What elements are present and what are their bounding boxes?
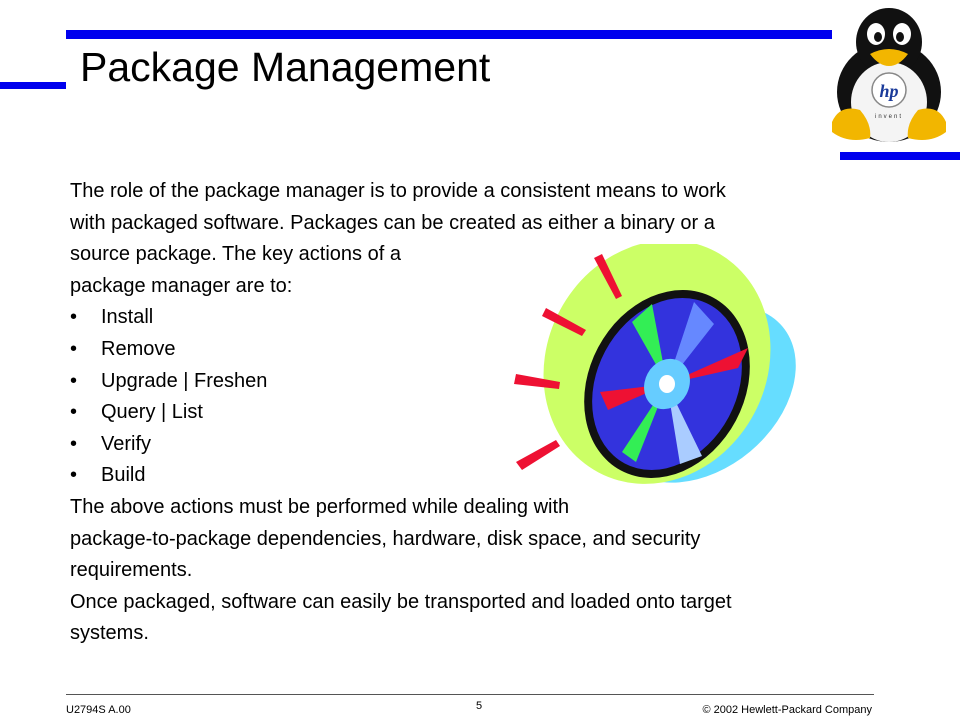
footer-copyright: © 2002 Hewlett-Packard Company [702, 704, 872, 716]
footer-course-code: U2794S A.00 [66, 704, 131, 716]
body-line: package-to-package dependencies, hardwar… [70, 527, 701, 550]
bullet-item-query: • Query | List [70, 397, 870, 429]
bullet-marker: • [70, 401, 78, 424]
body-line: package manager are to: [70, 274, 293, 297]
footer-page-number: 5 [476, 700, 483, 712]
header-bar-left [0, 82, 66, 89]
bullet-marker: • [70, 337, 78, 360]
hp-logo-badge: hp invent [871, 72, 907, 120]
bullet-item-install: • Install [70, 302, 870, 334]
header-bar-top [66, 30, 832, 39]
slide-title: Package Management [80, 44, 491, 90]
tux-penguin-logo: hp invent [832, 8, 946, 142]
svg-text:invent: invent [875, 114, 903, 120]
bullet-text: Upgrade | Freshen [101, 369, 268, 392]
cd-disc-illustration [514, 244, 796, 484]
body-line: source package. The key actions of a [70, 243, 401, 266]
body-line: Once packaged, software can easily be tr… [70, 590, 732, 613]
svg-text:hp: hp [879, 81, 898, 101]
slide-body: The role of the package manager is to pr… [70, 176, 870, 650]
bullet-item-verify: • Verify [70, 429, 870, 461]
bullet-text: Build [101, 464, 146, 487]
bullet-text: Remove [101, 337, 176, 360]
body-line: The role of the package manager is to pr… [70, 180, 726, 202]
bullet-text: Verify [101, 432, 152, 455]
spark-lines [514, 254, 622, 470]
bullet-marker: • [70, 306, 78, 329]
footer-divider [66, 694, 874, 695]
body-line: The above actions must be performed whil… [70, 495, 570, 518]
body-line: systems. [70, 622, 149, 645]
bullet-item-upgrade: • Upgrade | Freshen [70, 366, 870, 398]
bullet-marker: • [70, 369, 78, 392]
body-line: with packaged software. Packages can be … [70, 211, 715, 234]
bullet-marker: • [70, 432, 78, 455]
header-bar-right [840, 152, 960, 160]
bullet-text: Query | List [101, 401, 203, 424]
body-line: requirements. [70, 559, 193, 582]
bullet-item-remove: • Remove [70, 334, 870, 366]
bullet-item-build: • Build [70, 460, 870, 492]
bullet-marker: • [70, 464, 78, 487]
bullet-text: Install [101, 306, 154, 329]
